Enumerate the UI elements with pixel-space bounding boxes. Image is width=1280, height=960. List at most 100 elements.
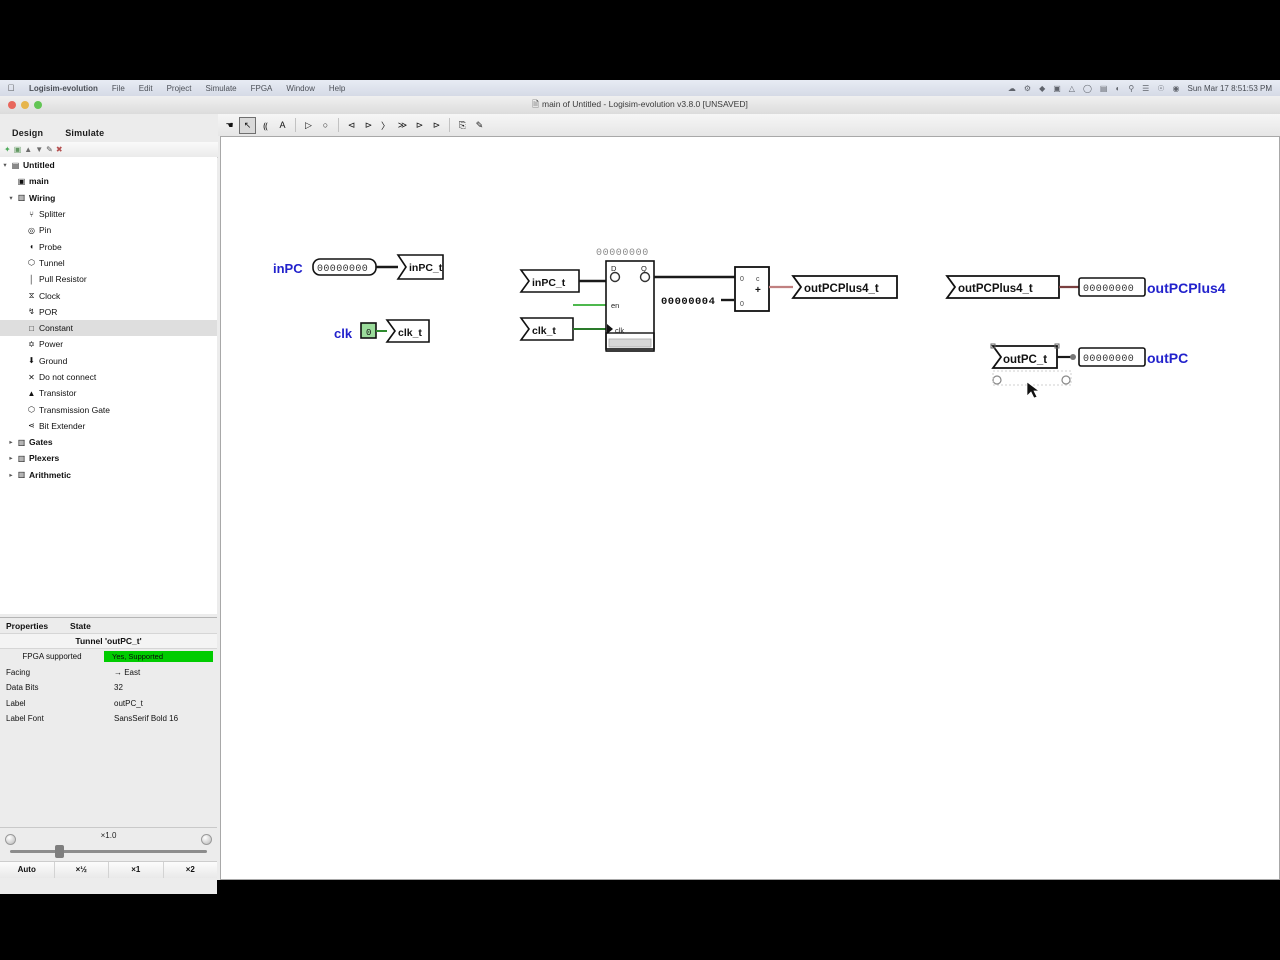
tunnel-inpc-left[interactable] [396,254,444,280]
tree-item-transistor[interactable]: ▲Transistor [0,385,217,401]
user-icon[interactable]: ☉ [1157,83,1165,93]
zoom-out-icon[interactable] [5,834,16,845]
siri-icon[interactable]: ◉ [1172,83,1180,93]
tunnel-clk-left[interactable] [385,319,430,343]
clock-small-icon[interactable]: ◯ [1082,83,1092,93]
tree-twisty-icon[interactable]: ▸ [9,439,13,447]
selection-handle-br[interactable] [1061,375,1071,385]
tree-item-do-not-connect[interactable]: ✕Do not connect [0,369,217,385]
zoom-one-button[interactable]: ×1 [109,862,164,878]
tunnel-outpcplus4-right[interactable] [945,275,1060,299]
zoom-slider-track[interactable] [10,850,207,853]
control-center-icon[interactable]: ☰ [1142,83,1150,93]
menu-help[interactable]: Help [328,83,346,93]
nor-gate-icon[interactable]: ⊳ [432,119,441,130]
property-value[interactable]: outPC_t [114,698,143,708]
screen-icon[interactable]: ▣ [1053,83,1061,93]
selection-handle-tr[interactable] [1054,343,1060,349]
or-gate-icon[interactable]: 〉 [380,120,390,131]
adder-body[interactable] [734,266,770,312]
tree-item-pull-resistor[interactable]: │Pull Resistor [0,271,217,287]
tree-item-probe[interactable]: ◖Probe [0,238,217,254]
tree-item-plexers[interactable]: ▸▥Plexers [0,450,217,466]
menu-window[interactable]: Window [286,83,315,93]
maximize-icon[interactable] [34,101,42,109]
move-up-icon[interactable]: ▲ [24,144,33,154]
tree-item-splitter[interactable]: ⑂Splitter [0,206,217,222]
selection-handle-tl[interactable] [990,343,996,349]
close-icon[interactable] [8,101,16,109]
battery-icon[interactable]: ▤ [1099,83,1108,93]
minimize-icon[interactable] [21,101,29,109]
tree-item-power[interactable]: ✡Power [0,336,217,352]
property-value[interactable]: 32 [114,683,123,693]
tree-item-pin[interactable]: ◎Pin [0,222,217,238]
tab-properties[interactable]: Properties [6,620,49,631]
tree-item-clock[interactable]: ⧖Clock [0,287,217,303]
text-tool-icon[interactable]: A [279,120,286,130]
tree-item-bit-extender[interactable]: ⋖Bit Extender [0,418,217,434]
tree-item-ground[interactable]: ⬇Ground [0,353,217,369]
move-down-icon[interactable]: ▼ [35,144,44,154]
xor-gate-icon[interactable]: ≫ [397,119,408,130]
tab-design[interactable]: Design [12,128,44,138]
add-folder-icon[interactable]: ▣ [13,144,22,154]
tunnel-outpcplus4-left[interactable] [791,275,898,299]
tree-twisty-icon[interactable]: ▸ [9,471,13,479]
property-value[interactable]: SansSerif Bold 16 [114,714,179,724]
tree-item-arithmetic[interactable]: ▸▥Arithmetic [0,467,217,483]
tree-twisty-icon[interactable]: ▾ [9,194,13,202]
edit-circuit-icon[interactable]: ✎ [475,119,484,130]
menu-project[interactable]: Project [166,83,192,93]
pin-outpc[interactable] [1078,347,1146,367]
tab-state[interactable]: State [70,620,91,631]
tree-item-por[interactable]: ↯POR [0,304,217,320]
explorer-tree[interactable]: ▾▤Untitled▣main▾▥Wiring⑂Splitter◎Pin◖Pro… [0,157,217,614]
menu-file[interactable]: File [111,83,125,93]
zoom-two-button[interactable]: ×2 [185,865,195,874]
menubar-clock[interactable]: Sun Mar 17 8:51:53 PM [1187,83,1273,93]
delete-icon[interactable]: ✖ [55,144,63,154]
rename-icon[interactable]: ✎ [46,144,53,154]
dropbox-icon[interactable]: ◆ [1039,83,1046,93]
tunnel-clk-right[interactable] [519,317,574,341]
nand-gate-icon[interactable]: ⊳ [415,119,424,130]
tree-twisty-icon[interactable]: ▸ [9,455,13,463]
circuit-canvas[interactable]: inPC 00000000 inPC_t clk 0 clk_t inPC_t [220,136,1280,880]
menu-fpga[interactable]: FPGA [250,83,273,93]
select-arrow-icon[interactable]: ↖ [239,116,256,134]
menu-app-name[interactable]: Logisim-evolution [29,83,98,93]
tree-item-gates[interactable]: ▸▥Gates [0,434,217,450]
pin-outpcplus4[interactable] [1078,277,1146,297]
output-pin-icon[interactable]: ○ [322,120,329,130]
property-row[interactable]: Facing→ East [0,665,217,681]
tree-item-transmission-gate[interactable]: ⬡Transmission Gate [0,401,217,417]
tree-item-wiring[interactable]: ▾▥Wiring [0,190,217,206]
input-pin-icon[interactable]: ▷ [305,119,312,130]
cloud-icon[interactable]: ☁ [1007,83,1016,93]
zoom-slider-knob[interactable] [55,845,64,858]
property-value[interactable]: → East [114,667,141,677]
not-gate-icon[interactable]: ⊲ [347,119,356,130]
bluetooth-icon[interactable]: ⚙ [1023,83,1032,93]
add-circuit-icon[interactable]: ✦ [4,144,11,154]
tree-item-tunnel[interactable]: ⬡Tunnel [0,255,217,271]
arrow-icon[interactable]: △ [1068,83,1075,93]
wifi-icon[interactable]: ◐ [1115,83,1121,93]
zoom-half-button[interactable]: ×½ [55,862,109,878]
and-gate-icon[interactable]: ⊳ [364,119,373,130]
menu-simulate[interactable]: Simulate [205,83,237,93]
wiring-tool-icon[interactable]: ⸨ [263,120,268,131]
tree-item-constant[interactable]: □Constant [0,319,217,337]
tree-item-main[interactable]: ▣main [0,173,217,189]
zoom-in-icon[interactable] [201,834,212,845]
poke-hand-icon[interactable]: ☚ [225,119,234,130]
menu-edit[interactable]: Edit [138,83,153,93]
search-icon[interactable]: ⚲ [1128,83,1135,93]
tab-simulate[interactable]: Simulate [65,128,105,138]
